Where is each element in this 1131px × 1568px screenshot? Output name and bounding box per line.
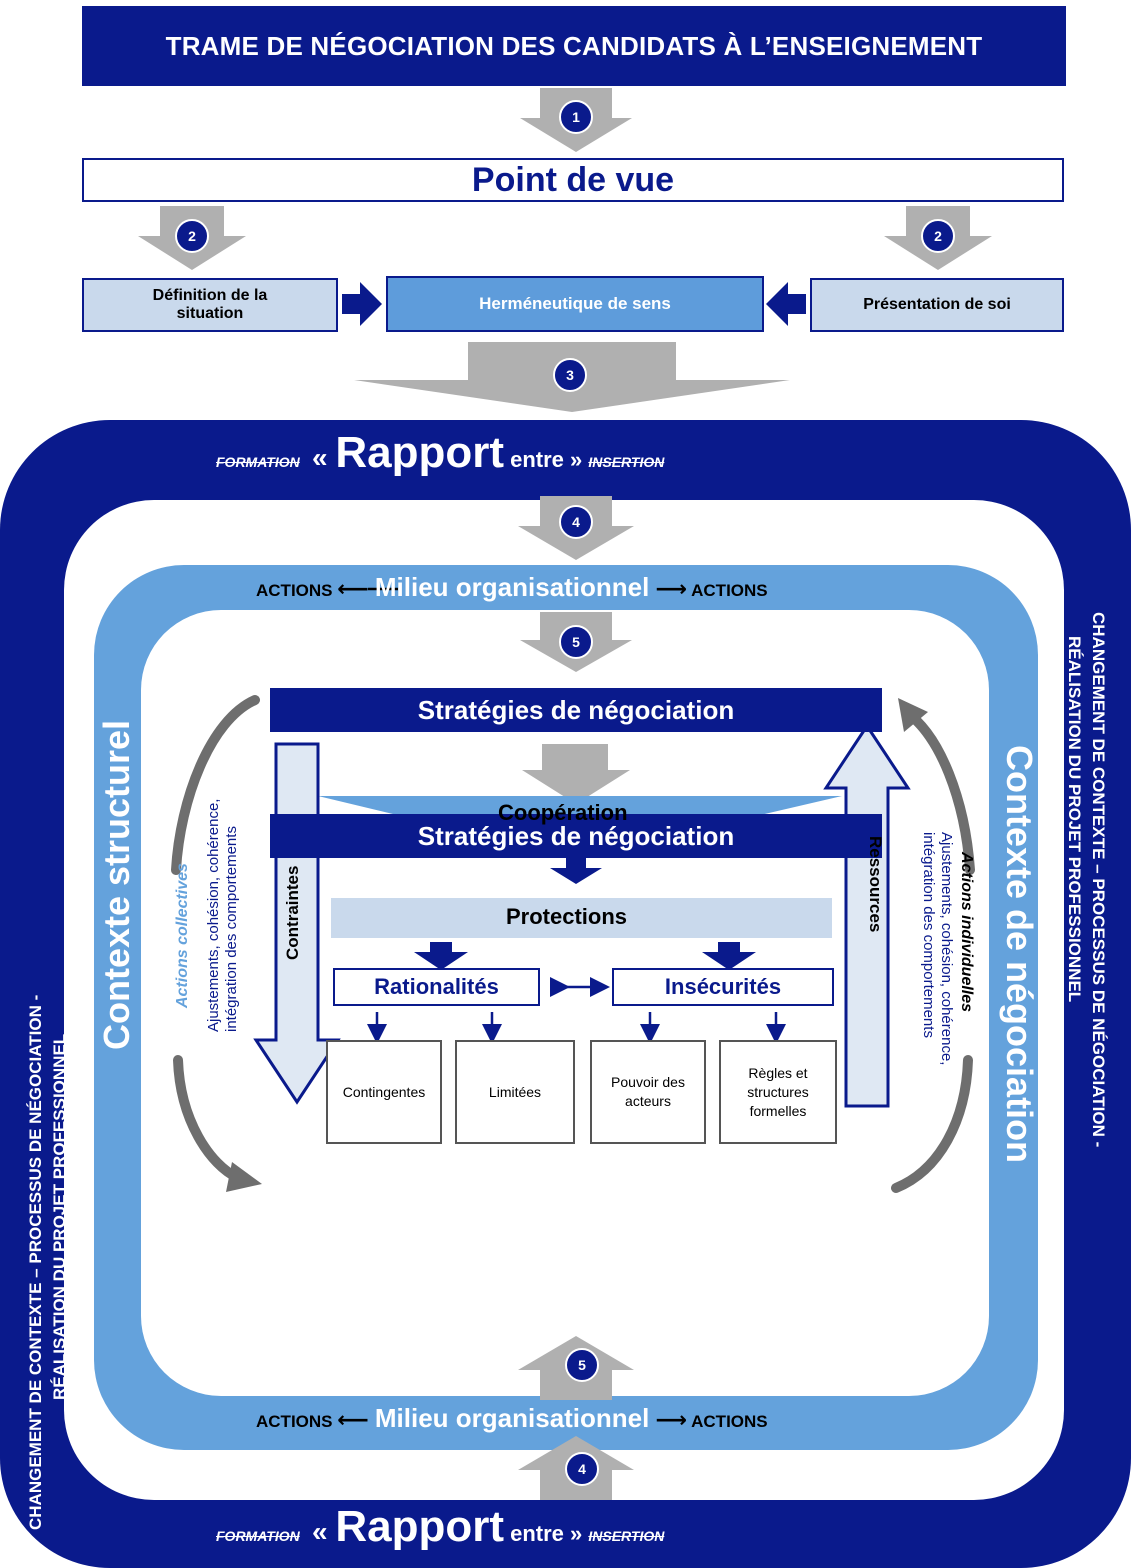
curve-arrow-right-top — [901, 707, 975, 875]
milieu-label: Milieu organisationnel — [374, 572, 650, 602]
contraintes-label: Contraintes — [283, 865, 302, 960]
strategies-bottom: Stratégies de négociation — [270, 814, 882, 858]
insertion-label: INSERTION — [588, 1528, 665, 1544]
milieu-top: ACTIONS ⟵ Milieu organisationnel ⟶ ACTIO… — [256, 572, 768, 602]
actions-left: ACTIONS — [256, 581, 333, 600]
actions-right: ACTIONS — [691, 1412, 768, 1431]
leaf-contingentes: Contingentes — [326, 1040, 442, 1144]
hermeneutique-box: Herméneutique de sens — [386, 276, 764, 332]
contexte-negociation-label: Contexte de négociation — [999, 745, 1040, 1164]
leaf-limitees: Limitées — [455, 1040, 575, 1144]
contexte-structurel-label: Contexte structurel — [96, 719, 137, 1050]
rapport-word: Rapport — [335, 428, 504, 477]
definition-situation-box: Définition de la situation — [82, 278, 338, 332]
ressources-label: Ressources — [866, 836, 885, 933]
arrow-prot-to-insec — [702, 942, 756, 970]
milieu-bottom: ACTIONS ⟵ Milieu organisationnel ⟶ ACTIO… — [256, 1403, 768, 1433]
ajustements-left: Ajustements, cohésion, cohérence,intégra… — [205, 798, 240, 1032]
rapport-word: Rapport — [335, 1502, 504, 1551]
arrow-coop-to-protections — [550, 858, 602, 884]
point-de-vue-box: Point de vue — [82, 158, 1064, 202]
rapport-bottom: FORMATION « Rapport entre » INSERTION — [216, 1502, 665, 1551]
rapport-top: FORMATION « Rapport entre » INSERTION — [216, 428, 665, 477]
step-badge-5-bottom: 5 — [565, 1348, 599, 1382]
leaf-regles: Règles et structures formelles — [719, 1040, 837, 1144]
actions-left: ACTIONS — [256, 1412, 333, 1431]
arrow-pres-to-herm — [766, 282, 806, 326]
actions-collectives-label: Actions collectives — [174, 863, 191, 1008]
arrow-prot-to-rat — [414, 942, 468, 970]
step-badge-5-top: 5 — [559, 625, 593, 659]
rationalites-box: Rationalités — [333, 968, 540, 1006]
step-badge-2-left: 2 — [175, 219, 209, 253]
page-title: TRAME DE NÉGOCIATION DES CANDIDATS À L’E… — [82, 6, 1066, 86]
step-badge-1: 1 — [559, 100, 593, 134]
curve-arrow-left-top — [171, 695, 260, 875]
formation-label: FORMATION — [216, 454, 300, 470]
protections-label: Protections — [506, 904, 628, 929]
cooperation-label: Coopération — [498, 800, 628, 825]
curve-arrowhead-right — [898, 698, 928, 732]
presentation-soi-box: Présentation de soi — [810, 278, 1064, 332]
arrow-strategies-down — [522, 744, 630, 804]
insertion-label: INSERTION — [588, 454, 665, 470]
strategies-top: Stratégies de négociation — [270, 688, 882, 732]
step-badge-4-bottom: 4 — [565, 1452, 599, 1486]
step-badge-3: 3 — [553, 358, 587, 392]
side-text-left: CHANGEMENT DE CONTEXTE – PROCESSUS DE NÉ… — [26, 994, 69, 1530]
curve-arrow-right-bottom — [891, 1055, 973, 1193]
actions-right: ACTIONS — [691, 581, 768, 600]
curve-arrow-left-bottom — [173, 1055, 243, 1183]
ajustements-right: Ajustements, cohésion, cohérence,intégra… — [920, 832, 955, 1066]
leaf-pouvoir: Pouvoir des acteurs — [590, 1040, 706, 1144]
milieu-label: Milieu organisationnel — [374, 1403, 650, 1433]
curve-arrowhead-left — [226, 1162, 262, 1192]
actions-individuelles-label: Actions individuelles — [958, 852, 975, 1013]
side-text-right: CHANGEMENT DE CONTEXTE – PROCESSUS DE NÉ… — [1065, 612, 1108, 1148]
insecurites-box: Insécurités — [612, 968, 834, 1006]
protections-band — [331, 898, 832, 938]
formation-label: FORMATION — [216, 1528, 300, 1544]
arrow-def-to-herm — [342, 282, 382, 326]
step-badge-2-right: 2 — [921, 219, 955, 253]
step-badge-4-top: 4 — [559, 505, 593, 539]
